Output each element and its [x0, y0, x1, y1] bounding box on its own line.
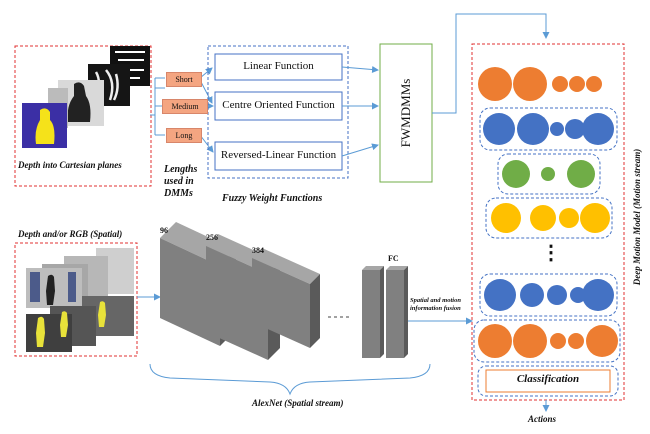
- fuzzy-functions-panel: [207, 45, 349, 179]
- layer-row-5: [484, 279, 614, 311]
- fusion-label: Spatial and motion information fusion: [410, 297, 461, 312]
- layer-row-6: [478, 324, 618, 358]
- motion-model-caption: Deep Motion Model (Motion stream): [632, 148, 642, 286]
- alexnet-caption: AlexNet (Spatial stream): [252, 398, 344, 408]
- conv-layer-384: [252, 248, 320, 348]
- reversed-function-box: [214, 141, 343, 171]
- fuzzy-caption: Fuzzy Weight Functions: [222, 193, 323, 204]
- layer-label-96: 96: [160, 226, 168, 235]
- layer-row-1: [478, 67, 602, 101]
- length-medium: Medium: [162, 99, 208, 114]
- spatial-caption: Depth and/or RGB (Spatial): [18, 229, 123, 239]
- layer-row-4: [491, 203, 610, 233]
- lengths-caption: Lengths used in DMMs: [164, 164, 198, 199]
- layer-row-2: [483, 113, 614, 145]
- fwmdmms-label: FWMDMMs: [398, 78, 413, 148]
- reversed-function-label: Reversed-Linear Function: [220, 149, 337, 161]
- motion-model-panel: [471, 43, 625, 401]
- fc-label: FC: [388, 254, 399, 263]
- layer-row-3: [502, 160, 595, 188]
- fwmdmms-box: [379, 43, 433, 183]
- length-short: Short: [166, 72, 202, 87]
- classification-label: Classification: [516, 373, 580, 385]
- depth-caption: Depth into Cartesian planes: [18, 160, 122, 170]
- actions-label: Actions: [528, 414, 557, 424]
- depth-panel: [14, 45, 152, 187]
- layers-ellipsis: ⋮: [541, 242, 561, 264]
- spatial-panel: [14, 242, 138, 357]
- layer-label-256: 256: [206, 233, 218, 242]
- classification-box: [485, 369, 611, 393]
- centre-function-label: Centre Oriented Function: [222, 99, 335, 111]
- centre-function-box: [214, 91, 343, 121]
- linear-function-label: Linear Function: [243, 60, 314, 72]
- linear-function-box: [214, 53, 343, 81]
- length-long: Long: [166, 128, 202, 143]
- layer-label-384: 384: [252, 246, 264, 255]
- fc-layer: [362, 266, 408, 358]
